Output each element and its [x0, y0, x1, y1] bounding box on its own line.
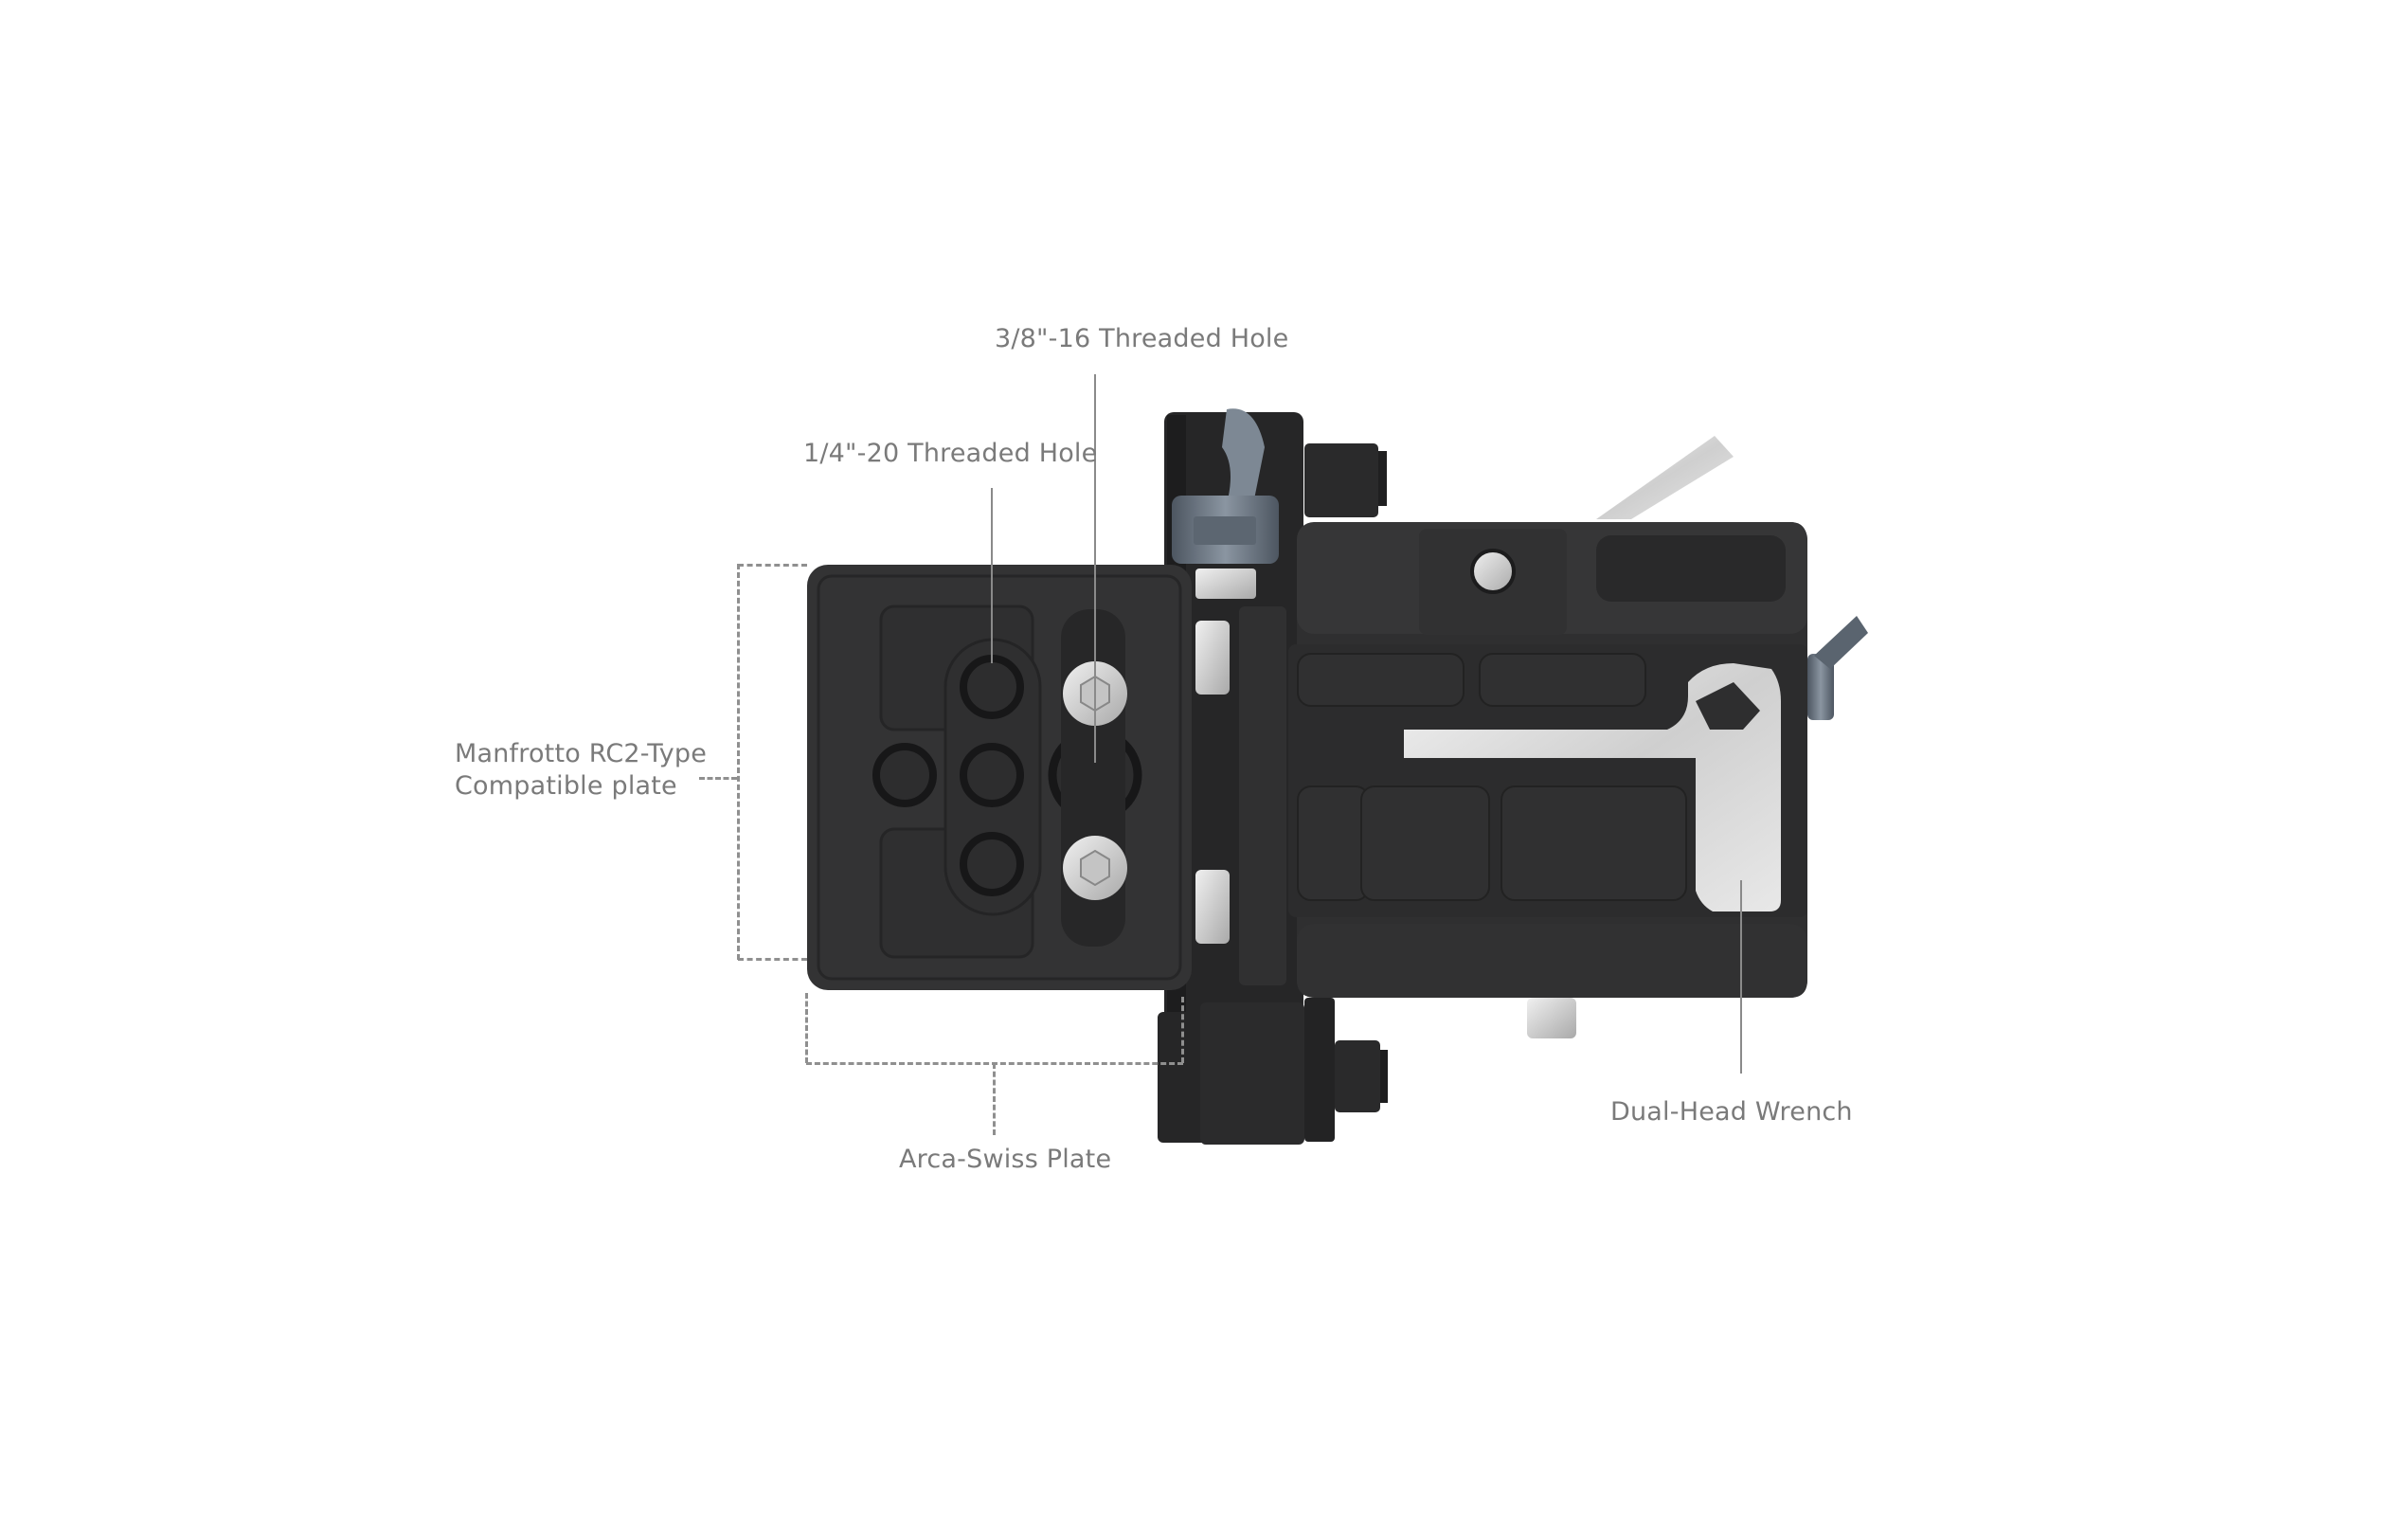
- label-manfrotto-line1: Manfrotto RC2-Type: [455, 739, 708, 768]
- manfrotto-bracket-bottom: [738, 958, 807, 961]
- manfrotto-bracket-tick: [699, 777, 737, 780]
- main-body: [1288, 522, 1807, 1038]
- label-dual-head-wrench: Dual-Head Wrench: [1610, 1097, 1853, 1127]
- bottom-clamp-knob: [1158, 998, 1388, 1145]
- label-3-8-threaded-hole: 3/8"-16 Threaded Hole: [995, 324, 1289, 353]
- manfrotto-bracket-top: [738, 564, 807, 567]
- wrench-shape: [1404, 663, 1781, 911]
- leader-line-1-4-hole: [991, 488, 993, 663]
- quick-release-plate: [807, 565, 1192, 990]
- label-1-4-threaded-hole: 1/4"-20 Threaded Hole: [803, 439, 1098, 468]
- top-lever: [1596, 436, 1734, 519]
- side-knob: [1807, 616, 1868, 720]
- arca-bracket-right: [1181, 997, 1184, 1063]
- arca-bracket-drop: [993, 1063, 996, 1135]
- leader-line-wrench: [1740, 880, 1742, 1074]
- hinge-column: [1164, 408, 1387, 1047]
- arca-bracket-left: [805, 993, 808, 1063]
- leader-line-3-8-hole: [1094, 374, 1096, 763]
- manfrotto-bracket-vertical: [737, 564, 740, 960]
- label-manfrotto-line2: Compatible plate: [455, 771, 677, 801]
- label-arca-swiss-plate: Arca-Swiss Plate: [899, 1145, 1112, 1174]
